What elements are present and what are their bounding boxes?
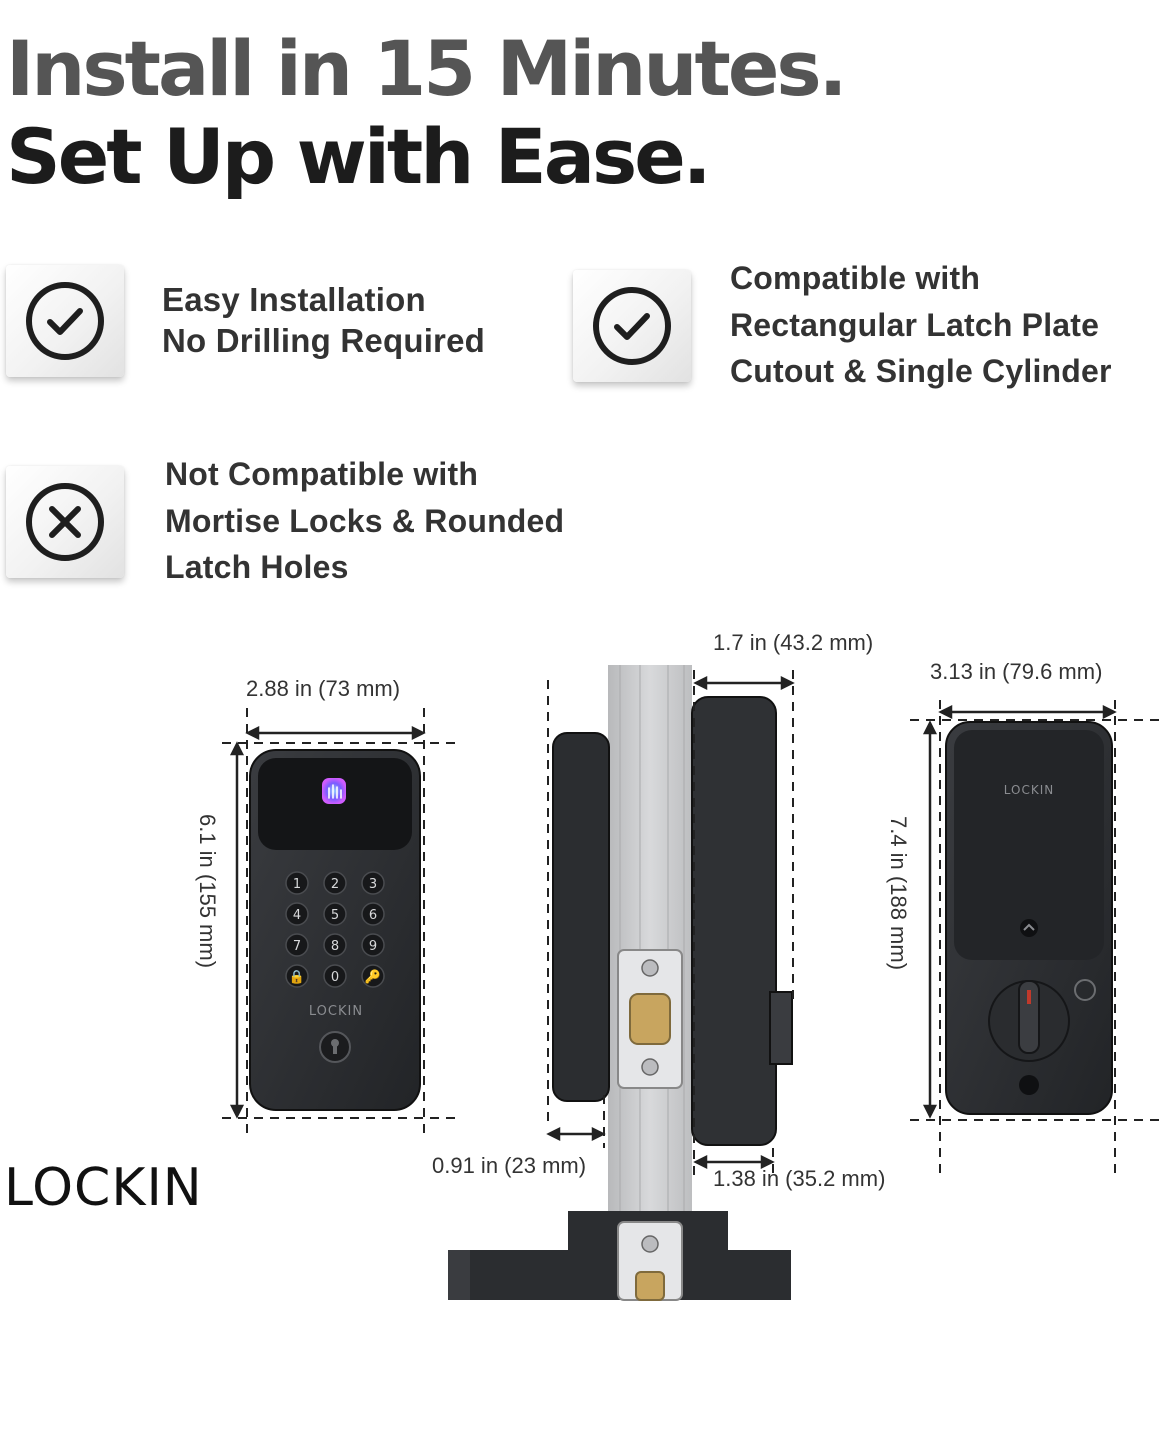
- side-exterior-body: [552, 732, 610, 1102]
- back-height-label: 7.4 in (188 mm): [886, 815, 912, 971]
- keypad-key-label: 🔑: [365, 968, 381, 985]
- x-circle-icon: [26, 483, 104, 561]
- front-width-label: 2.88 in (73 mm): [246, 676, 401, 701]
- feature-text-easy-install: Easy Installation No Drilling Required: [162, 279, 485, 362]
- latch-plate: [617, 949, 683, 1089]
- keypad-key-label: 5: [331, 908, 339, 923]
- keypad-key-label: 1: [293, 877, 301, 892]
- back-device-brand: LOCKIN: [1004, 783, 1054, 797]
- back-width-label: 3.13 in (79.6 mm): [930, 659, 1103, 684]
- keypad-key: [323, 964, 347, 988]
- keypad-key: [323, 933, 347, 957]
- front-device-brand: LOCKIN: [309, 1004, 363, 1019]
- keypad-key-label: 2: [331, 877, 339, 892]
- keyhole-icon: [319, 1031, 351, 1063]
- headline-line-2: Set Up with Ease.: [6, 112, 712, 201]
- check-circle-icon: [593, 287, 671, 365]
- keypad: 1 2 3 4 5 6 7 8 9 🔒 0 🔑: [285, 871, 385, 988]
- keypad-key-label: 3: [369, 877, 377, 892]
- feature-text-compatible: Compatible with Rectangular Latch Plate …: [730, 255, 1112, 395]
- keypad-key: [361, 871, 385, 895]
- release-button-icon: [1020, 919, 1038, 937]
- keypad-key: [285, 964, 309, 988]
- keypad-key: [285, 871, 309, 895]
- feature-line: Mortise Locks & Rounded: [165, 502, 565, 539]
- feature-text-not-compatible: Not Compatible with Mortise Locks & Roun…: [165, 451, 564, 591]
- keypad-key: [361, 933, 385, 957]
- check-circle-icon: [26, 282, 104, 360]
- headline-line-1: Install in 15 Minutes.: [6, 24, 848, 113]
- side-exterior-depth-label: 0.91 in (23 mm): [432, 1153, 587, 1178]
- feature-line: Not Compatible with: [165, 456, 479, 492]
- feature-line: Rectangular Latch Plate: [730, 306, 1100, 343]
- keypad-key: [323, 902, 347, 926]
- side-depth-total-label: 1.7 in (43.2 mm): [713, 630, 874, 655]
- keypad-key: [285, 902, 309, 926]
- feature-tile-compatible: [573, 270, 691, 382]
- feature-line: No Drilling Required: [162, 322, 486, 360]
- battery-cover: [954, 730, 1104, 960]
- keypad-key-label: 4: [293, 908, 301, 923]
- feature-tile-easy-install: [6, 265, 124, 377]
- lock-status-icon: [1074, 979, 1096, 1001]
- feature-tile-not-compatible: [6, 466, 124, 578]
- side-interior-body: [691, 696, 777, 1146]
- keypad-key: [361, 964, 385, 988]
- keypad-key: [361, 902, 385, 926]
- keypad-key-label: 7: [293, 939, 301, 954]
- side-interior-depth-label: 1.38 in (35.2 mm): [713, 1166, 886, 1191]
- fingerprint-icon: [322, 778, 346, 804]
- keypad-key-label: 0: [331, 970, 339, 985]
- front-view: 1 2 3 4 5 6 7 8 9 🔒 0 🔑 LOCKIN: [222, 708, 456, 1140]
- keypad-key-label: 6: [369, 908, 377, 923]
- keypad-key: [323, 871, 347, 895]
- side-view: [448, 665, 795, 1301]
- keypad-key-label: 8: [331, 939, 339, 954]
- feature-line: Easy Installation: [162, 281, 426, 318]
- brand-logo: LOCKIN: [4, 1158, 203, 1218]
- keypad-key: [285, 933, 309, 957]
- reset-hole: [1019, 1075, 1039, 1095]
- feature-line: Compatible with: [730, 260, 981, 296]
- feature-line: Latch Holes: [165, 549, 349, 586]
- keypad-key-label: 9: [369, 939, 377, 954]
- back-view: LOCKIN: [910, 700, 1160, 1180]
- lock-dimension-diagram: 1 2 3 4 5 6 7 8 9 🔒 0 🔑 LOCKIN: [222, 665, 1160, 1301]
- thumb-turn: [988, 980, 1070, 1062]
- front-height-label: 6.1 in (155 mm): [195, 813, 221, 969]
- keypad-key-label: 🔒: [289, 970, 305, 985]
- feature-line: Cutout & Single Cylinder: [730, 353, 1112, 390]
